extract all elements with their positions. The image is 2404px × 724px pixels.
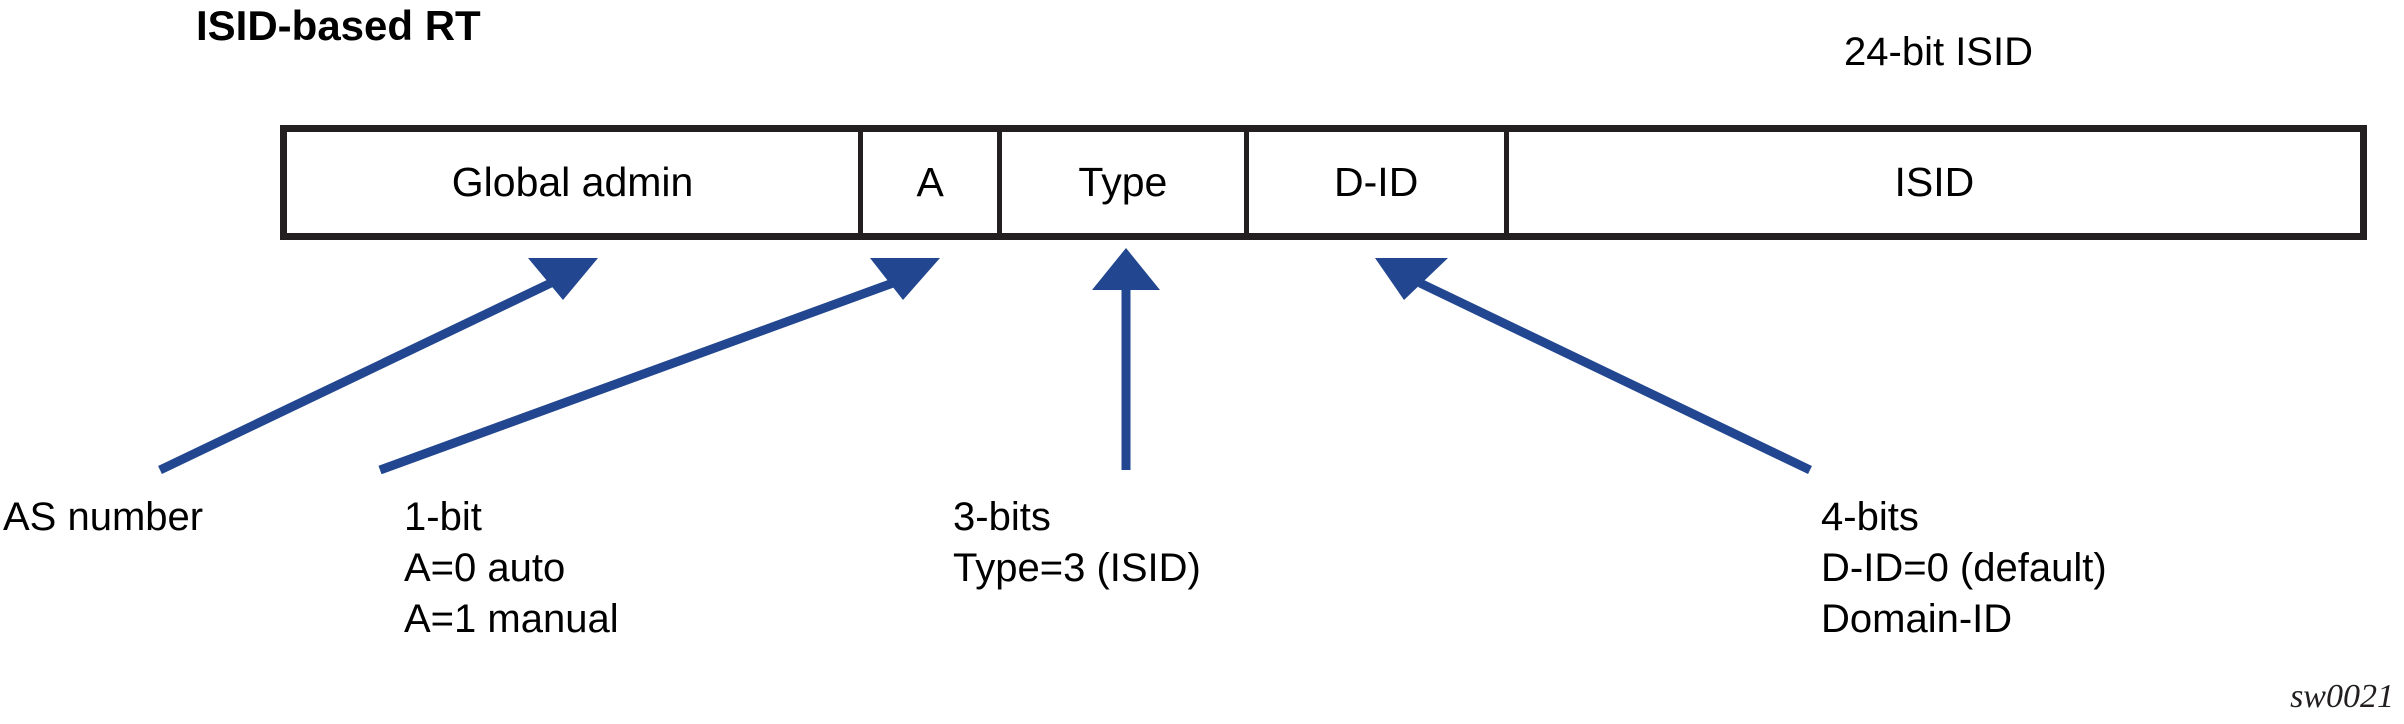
note-d-id: 4-bits D-ID=0 (default) Domain-ID — [1821, 492, 2107, 645]
field-global-admin: Global admin — [287, 132, 864, 233]
note-type-line-1: 3-bits — [953, 495, 1051, 539]
note-a-flag-line-1: 1-bit — [404, 495, 482, 539]
leader-arrow-type — [1092, 248, 1160, 470]
leader-arrow-as-number — [158, 258, 598, 475]
field-type: Type — [1002, 132, 1249, 233]
note-type-line-2: Type=3 (ISID) — [953, 546, 1201, 590]
leader-arrow-d-id — [1375, 258, 1812, 475]
note-d-id-line-3: Domain-ID — [1821, 597, 2013, 641]
route-target-field-box: Global admin A Type D-ID ISID — [280, 125, 2367, 240]
note-as-number-line-1: AS number — [3, 495, 204, 539]
field-a-flag: A — [863, 132, 1003, 233]
field-d-id: D-ID — [1249, 132, 1509, 233]
note-d-id-line-2: D-ID=0 (default) — [1821, 546, 2107, 590]
note-as-number: AS number — [3, 492, 203, 543]
figure-id-watermark: sw0021 — [2290, 678, 2394, 715]
field-isid: ISID — [1894, 159, 1975, 205]
isid-width-caption: 24-bit ISID — [1844, 30, 2033, 74]
leader-arrow-a-flag — [378, 258, 940, 475]
note-a-flag-line-2: A=0 auto — [404, 546, 566, 590]
note-d-id-line-1: 4-bits — [1821, 495, 1919, 539]
note-a-flag: 1-bit A=0 auto A=1 manual — [404, 492, 619, 645]
page-title: ISID-based RT — [196, 2, 481, 49]
note-a-flag-line-3: A=1 manual — [404, 597, 619, 641]
note-type: 3-bits Type=3 (ISID) — [953, 492, 1201, 594]
